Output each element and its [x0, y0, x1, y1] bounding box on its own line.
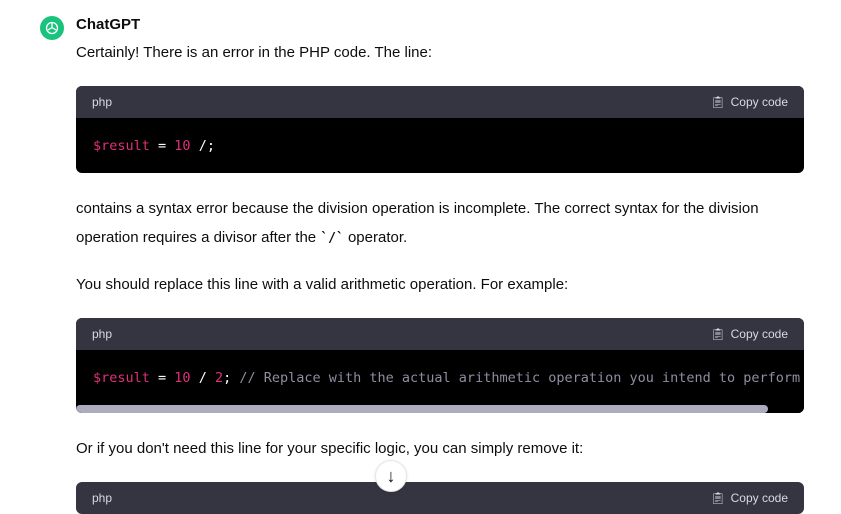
scrollbar-thumb[interactable]	[76, 405, 768, 413]
code-language: php	[92, 95, 113, 109]
scroll-down-button[interactable]: ↓	[375, 460, 407, 492]
clipboard-icon: 📋︎	[710, 95, 726, 109]
horizontal-scrollbar[interactable]	[76, 405, 804, 413]
clipboard-icon: 📋︎	[710, 491, 726, 505]
code-block-2: php 📋︎Copy code $result = 10 / 2; // Rep…	[76, 318, 804, 413]
code-content: $result = 10 /;	[93, 137, 215, 154]
copy-code-button[interactable]: 📋︎Copy code	[710, 491, 788, 505]
remove-text: Or if you don't need this line for your …	[76, 440, 584, 457]
copy-code-button[interactable]: 📋︎Copy code	[710, 327, 788, 341]
author-name: ChatGPT	[76, 16, 141, 33]
copy-code-button[interactable]: 📋︎Copy code	[710, 95, 788, 109]
code-block-1: php 📋︎Copy code $result = 10 /;	[76, 86, 804, 173]
explanation-text: contains a syntax error because the divi…	[76, 200, 759, 246]
chatgpt-logo-icon	[40, 16, 64, 40]
arrow-down-icon: ↓	[386, 465, 396, 486]
intro-text: Certainly! There is an error in the PHP …	[76, 44, 433, 61]
clipboard-icon: 📋︎	[710, 327, 726, 341]
suggestion-text: You should replace this line with a vali…	[76, 276, 569, 293]
code-block-3: php 📋︎Copy code	[76, 482, 804, 514]
code-language: php	[92, 491, 113, 505]
code-content: $result = 10 / 2; // Replace with the ac…	[93, 369, 801, 386]
code-language: php	[92, 327, 113, 341]
